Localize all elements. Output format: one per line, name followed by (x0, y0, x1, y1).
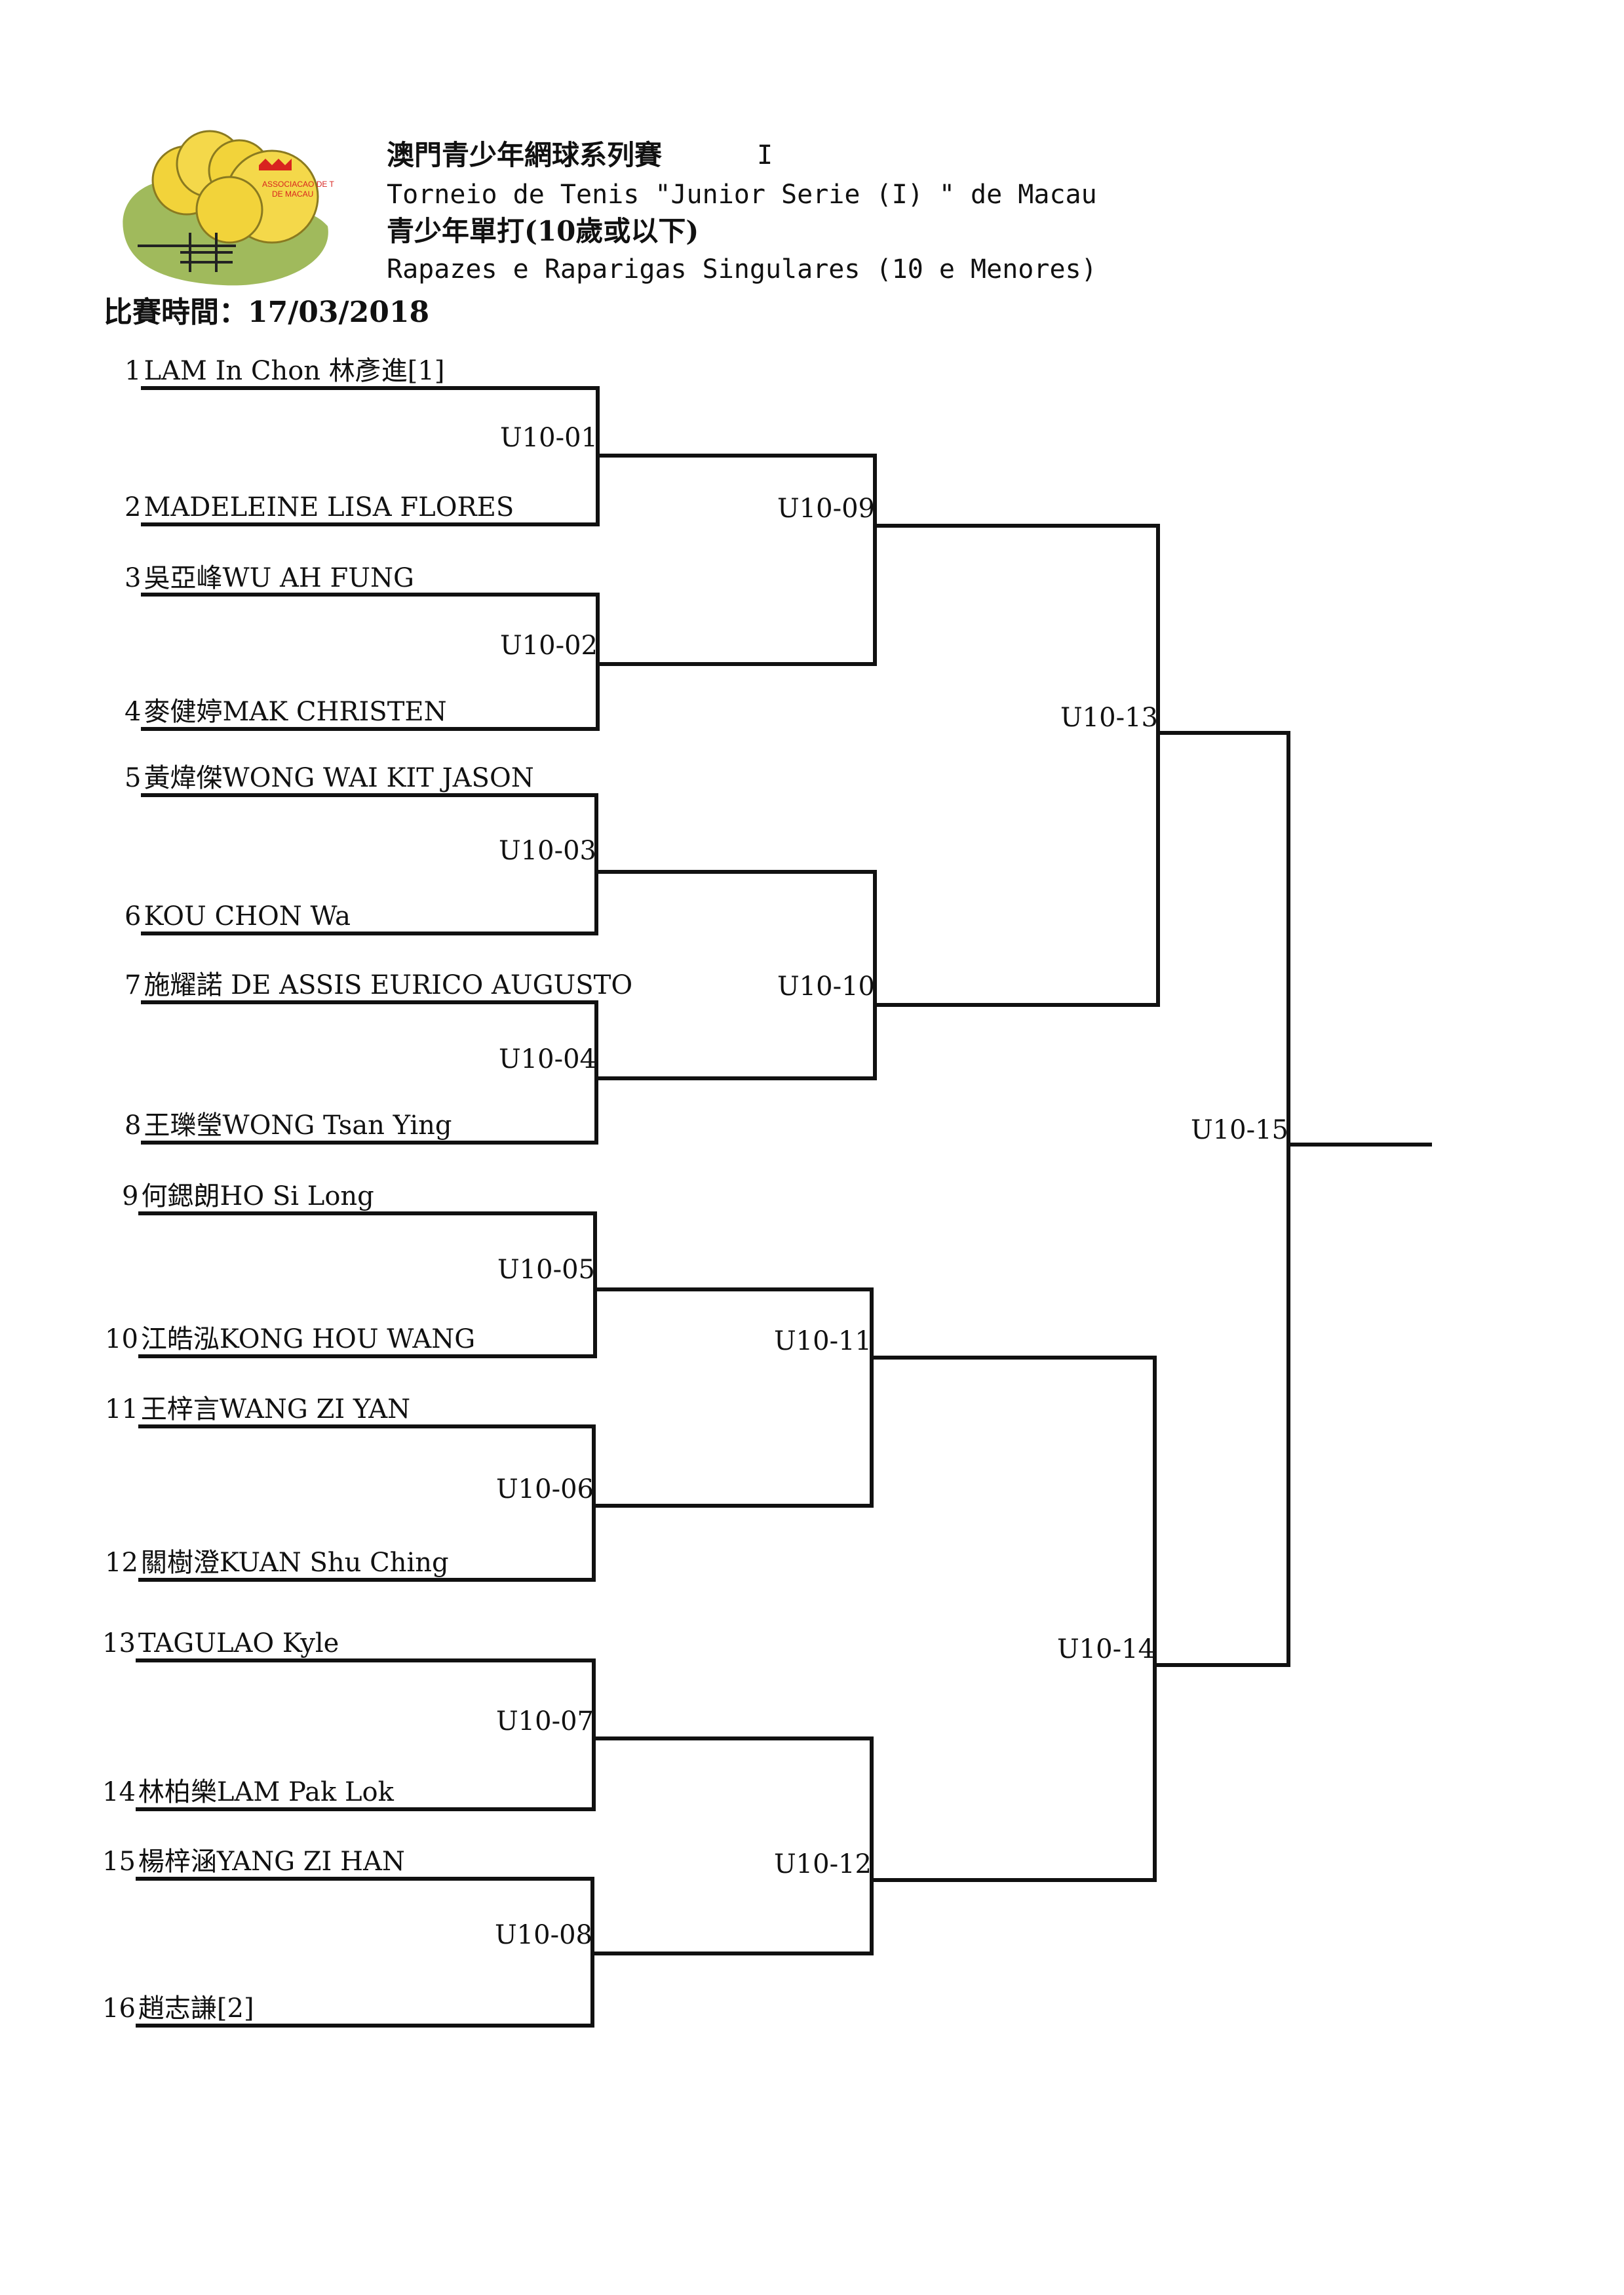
tennis-association-logo-icon: ASSOCIACAO DE TENIS DE MACAU (123, 130, 334, 286)
bracket-line (141, 793, 598, 935)
match-code: U10-14 (1056, 1634, 1155, 1664)
bracket-line (141, 1000, 598, 1145)
match-code: U10-01 (499, 423, 598, 453)
bracket-line (138, 1424, 596, 1582)
bracket-line (138, 1211, 597, 1358)
match-code: U10-10 (777, 971, 875, 1002)
match-code: U10-12 (773, 1849, 872, 1879)
category-pt: Rapazes e Raparigas Singulares (10 e Men… (387, 254, 1097, 284)
match-code: U10-08 (494, 1920, 592, 1950)
bracket-line (590, 1736, 874, 1955)
bracket-line (594, 870, 877, 1080)
bracket-line (141, 593, 600, 731)
svg-text:ASSOCIACAO DE TENIS: ASSOCIACAO DE TENIS (262, 180, 334, 189)
match-code: U10-11 (773, 1326, 872, 1356)
bracket-line (136, 1658, 596, 1811)
match-code: U10-07 (495, 1706, 594, 1736)
match-code: U10-05 (497, 1255, 595, 1285)
title-roman: I (757, 140, 773, 170)
bracket-line (870, 1356, 1157, 1882)
svg-text:DE MACAU: DE MACAU (272, 189, 313, 199)
match-code: U10-06 (495, 1474, 594, 1504)
match-date: 比賽時間：17/03/2018 (104, 296, 430, 329)
match-code: U10-04 (498, 1044, 596, 1074)
bracket-line (592, 1287, 874, 1508)
title-zh: 澳門青少年網球系列賽 (387, 139, 663, 171)
category-zh: 青少年單打(10歲或以下) (387, 215, 699, 247)
match-code: U10-09 (777, 494, 875, 524)
match-code: U10-13 (1060, 703, 1158, 733)
bracket-line (1153, 731, 1290, 1667)
final-match-code: U10-15 (1190, 1115, 1288, 1145)
title-pt: Torneio de Tenis "Junior Serie (I) " de … (387, 180, 1097, 210)
match-code: U10-03 (498, 836, 596, 866)
match-code: U10-02 (499, 631, 598, 661)
bracket-line (873, 524, 1160, 1007)
bracket-line (596, 454, 877, 666)
